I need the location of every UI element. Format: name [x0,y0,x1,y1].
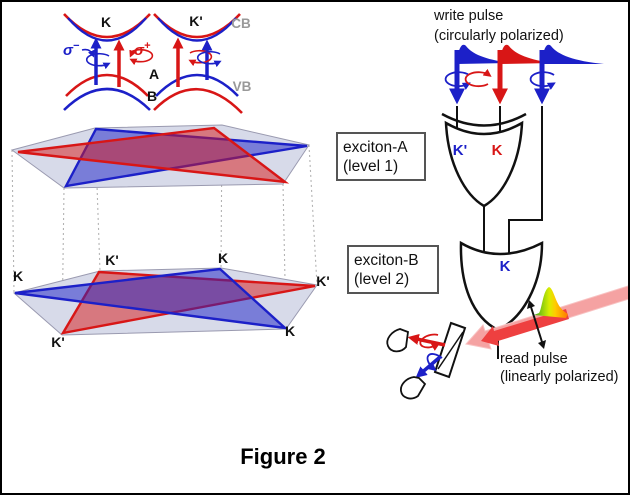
gate2-body [459,240,544,332]
band-structure-diagram: K K' CB VB A B σ− σ+ [63,13,252,114]
gate2-bypass-line [508,106,543,260]
exciton-a-band-label: A [149,66,159,82]
lattice-corner-label: K' [105,252,118,268]
lattice-corner-label: K [218,250,228,266]
figure-caption: Figure 2 [240,444,326,469]
helicity-loop-icon [426,353,443,372]
plus-superscript: + [144,40,151,52]
read-pulse-section: read pulse (linearly polarized) [386,285,628,400]
write-pulse-section: write pulse (circularly polarized) [433,8,604,105]
cb-curve-blue-kprime [157,17,237,42]
read-pulse-arrow-core [481,309,569,346]
detector-pulse-bottom [400,376,427,400]
linear-polarization-arrow [530,306,543,343]
helicity-loop-icon [529,71,556,90]
gate2-k-label: K [500,258,511,275]
vb-curve-b-k [63,87,151,111]
bottom-plane-blue-triangle [14,267,289,330]
exciton-a-box-line2: (level 1) [343,158,398,175]
helicity-loop-icon [196,50,222,68]
exciton-b-box-line1: exciton-B [354,252,419,269]
linear-polarization-arrowhead [538,340,546,349]
exciton-b-box [347,245,439,294]
exciton-a-box [336,132,426,181]
sigma-plus-hook-icon [129,48,143,58]
beam-splitter-diagonal [437,331,464,370]
gate1-k-label: K [492,142,503,159]
vb-curve-b-kprime [153,87,243,114]
exciton-b-box-line2: (level 2) [354,271,409,288]
pulse-envelope-blue [542,44,604,64]
write-pulse-title-line2: (circularly polarized) [434,28,564,44]
helicity-loop-icon [464,68,492,88]
helicity-loop-icon [444,71,471,90]
brillouin-zone-planes: K K' K K' K K' [10,124,330,350]
detector-pulse-top [386,328,409,353]
sigma-symbol: σ [134,42,145,59]
read-pulse-label-line2: (linearly polarized) [500,369,618,385]
helicity-loop-icon [419,333,440,351]
helicity-loop-icon [188,49,213,67]
lattice-corner-label: K' [51,334,64,350]
exciton-b-band-label: B [147,88,157,104]
vb-label: VB [233,79,252,94]
helicity-loop-icon [85,52,111,70]
valley-k-label: K [101,14,111,30]
exciton-a-box-line1: exciton-A [343,139,408,156]
pulse-envelope-blue [457,44,512,64]
valley-kprime-label: K' [189,13,202,29]
spectrum-peak-icon [534,287,568,318]
read-pulse-label-line1: read pulse [500,351,568,367]
lattice-corner-label: K [285,323,295,339]
pulse-envelope-red [500,44,554,64]
top-plane-red-triangle [17,126,290,184]
gate1-kprime-label: K' [453,142,467,159]
sigma-minus-label: σ− [63,40,80,59]
write-pulse-title-line1: write pulse [433,8,503,24]
lattice-corner-label: K' [316,273,329,289]
gate1-xor-arc [441,112,527,127]
sigma-plus-label: σ+ [134,40,151,59]
vb-curve-a-k [65,73,149,97]
gate1-body [444,120,524,208]
cb-curve-blue-k [67,17,147,42]
lattice-corner-label: K [13,268,23,284]
sigma-minus-hook-icon [81,48,95,58]
sigma-symbol: σ [63,42,74,59]
minus-superscript: − [73,40,80,52]
gate-network: K' K exciton-A (level 1) K exciton-B (le… [336,106,544,359]
linear-polarization-arrowhead [527,300,535,309]
output-arrow-sigma-plus [407,333,446,347]
cb-label: CB [231,16,251,31]
vb-curve-a-kprime [155,73,239,97]
